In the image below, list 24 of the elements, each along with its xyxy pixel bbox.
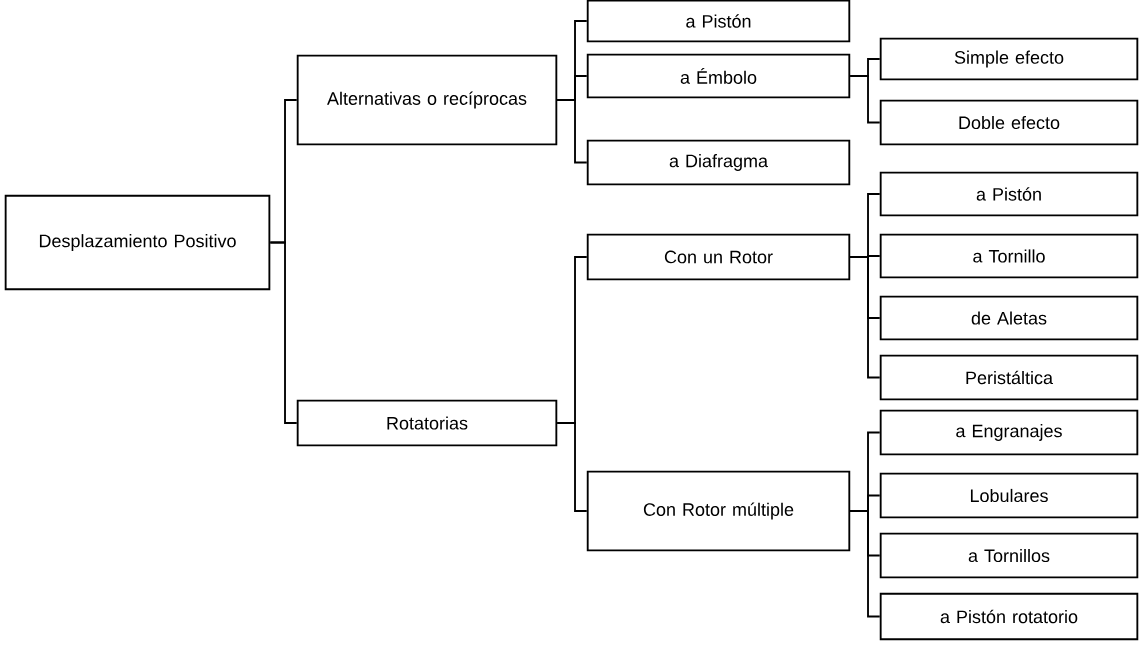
- box: Simple efecto: [879, 37, 1139, 81]
- box: a Pistón: [879, 171, 1139, 217]
- box: a Émbolo: [586, 53, 851, 99]
- box: Alternativas o recíprocas: [296, 54, 558, 146]
- box: a Engranajes: [879, 409, 1139, 456]
- connector: [849, 75, 881, 124]
- box: Con Rotor múltiple: [586, 470, 851, 552]
- connector: [556, 99, 588, 164]
- box: Desplazamiento Positivo: [4, 194, 271, 291]
- connector: [849, 256, 881, 379]
- box: Lobulares: [879, 472, 1139, 519]
- connector: [556, 422, 588, 512]
- box: a Tornillos: [879, 532, 1139, 579]
- box: a Tornillo: [879, 233, 1139, 279]
- box: Rotatorias: [296, 399, 558, 447]
- box: a Pistón rotatorio: [879, 592, 1139, 641]
- box: a Pistón: [586, 0, 851, 43]
- box: Doble efecto: [879, 99, 1139, 146]
- connector: [269, 241, 298, 424]
- box: Con un Rotor: [586, 233, 851, 281]
- box: de Aletas: [879, 295, 1139, 341]
- box: Peristáltica: [879, 354, 1139, 401]
- connector: [849, 510, 881, 618]
- box: a Diafragma: [586, 139, 851, 186]
